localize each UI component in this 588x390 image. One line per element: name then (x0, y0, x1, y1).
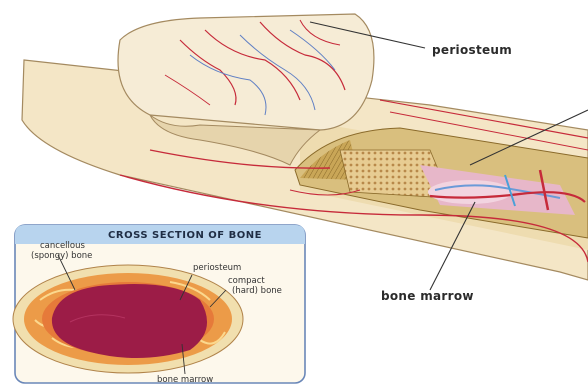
compact-bone-label-line1: compact (228, 277, 265, 286)
compact-bone-label-line2: (hard) bone (232, 287, 282, 296)
inset-bone-marrow-label: bone marrow (157, 376, 213, 385)
bone-marrow-label: bone marrow (381, 289, 474, 303)
cancellous-label-line2: (spongy) bone (31, 252, 92, 261)
periosteum-label: periosteum (432, 43, 512, 57)
cross-section-title: CROSS SECTION OF BONE (50, 230, 320, 241)
cancellous-label-line1: cancellous (40, 242, 85, 251)
inset-periosteum-label: periosteum (193, 264, 241, 273)
